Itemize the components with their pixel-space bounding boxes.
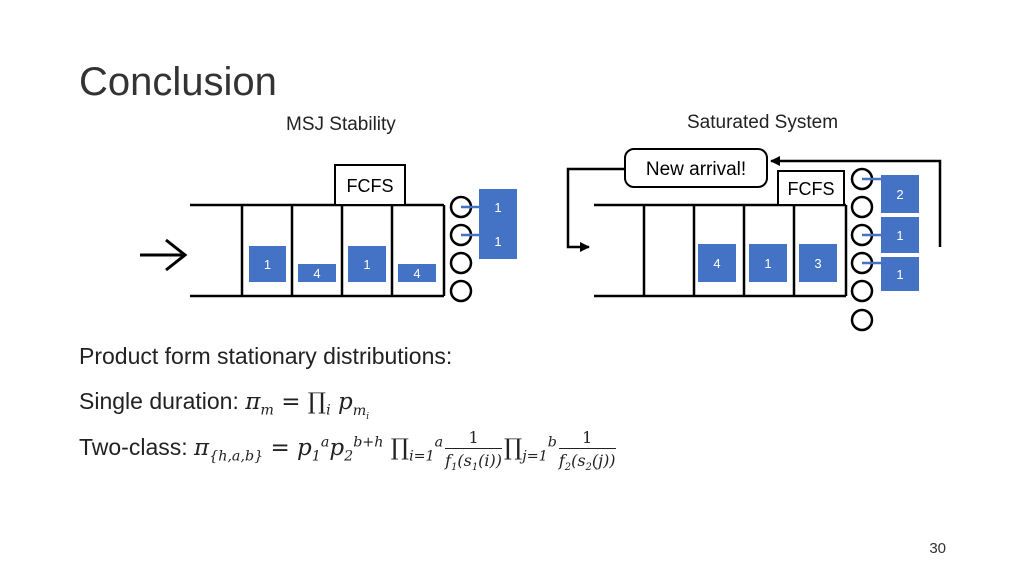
feedback-arrow xyxy=(770,156,942,247)
server-circle xyxy=(449,251,473,275)
job-size-label: 1 xyxy=(494,200,501,215)
arrival-arrow xyxy=(566,167,627,252)
job-size-label: 1 xyxy=(363,257,370,272)
serving-job: 1 xyxy=(862,257,919,291)
serving-job: 1 xyxy=(461,225,517,259)
incoming-arrow-icon xyxy=(140,238,188,272)
fcfs-box xyxy=(334,164,406,206)
server-circle xyxy=(850,279,874,303)
job-size-label: 1 xyxy=(896,228,903,243)
job-size-label: 4 xyxy=(413,266,420,281)
msj-stability-caption: MSJ Stability xyxy=(286,114,396,135)
saturated-system-caption: Saturated System xyxy=(687,112,839,133)
queued-job: 1 xyxy=(249,246,286,282)
single-duration-label: Single duration: xyxy=(79,388,246,414)
server-circle xyxy=(449,279,473,303)
new-arrival-box xyxy=(624,148,768,188)
job-size-label: 1 xyxy=(896,267,903,282)
queued-job: 4 xyxy=(298,264,336,282)
job-size-label: 1 xyxy=(494,234,501,249)
fcfs-box xyxy=(777,170,845,206)
msj-stability-diagram: FCFS 1 4 1 4 1 1 xyxy=(140,164,517,303)
server-circle xyxy=(850,195,874,219)
queued-job: 4 xyxy=(698,244,736,282)
queued-job: 4 xyxy=(398,264,436,282)
fcfs-label: FCFS xyxy=(347,176,394,196)
fcfs-label: FCFS xyxy=(788,179,835,199)
serving-job: 1 xyxy=(862,217,919,253)
single-duration-formula: πm = ∏i pmi xyxy=(245,389,370,422)
queue-diagrams: FCFS 1 4 1 4 1 1 xyxy=(140,148,942,332)
queued-job: 1 xyxy=(749,244,787,282)
two-class-label: Two-class: xyxy=(79,434,195,460)
product-form-heading: Product form stationary distributions: xyxy=(79,343,453,369)
job-size-label: 4 xyxy=(713,256,720,271)
server-circle xyxy=(850,308,874,332)
serving-job: 1 xyxy=(461,189,517,225)
new-arrival-label: New arrival! xyxy=(646,159,746,180)
job-size-label: 1 xyxy=(264,257,271,272)
single-duration-line: Single duration: πm = ∏i pmi xyxy=(79,388,370,422)
job-size-label: 2 xyxy=(896,187,903,202)
page-number: 30 xyxy=(929,540,946,557)
job-size-label: 1 xyxy=(764,256,771,271)
job-size-label: 3 xyxy=(814,256,821,271)
queued-job: 1 xyxy=(348,246,386,282)
job-size-label: 4 xyxy=(313,266,320,281)
serving-job: 2 xyxy=(862,175,919,213)
queued-job: 3 xyxy=(799,244,837,282)
saturated-system-diagram: New arrival! FCFS 4 1 3 2 1 xyxy=(566,148,942,332)
slide-title: Conclusion xyxy=(79,60,277,104)
